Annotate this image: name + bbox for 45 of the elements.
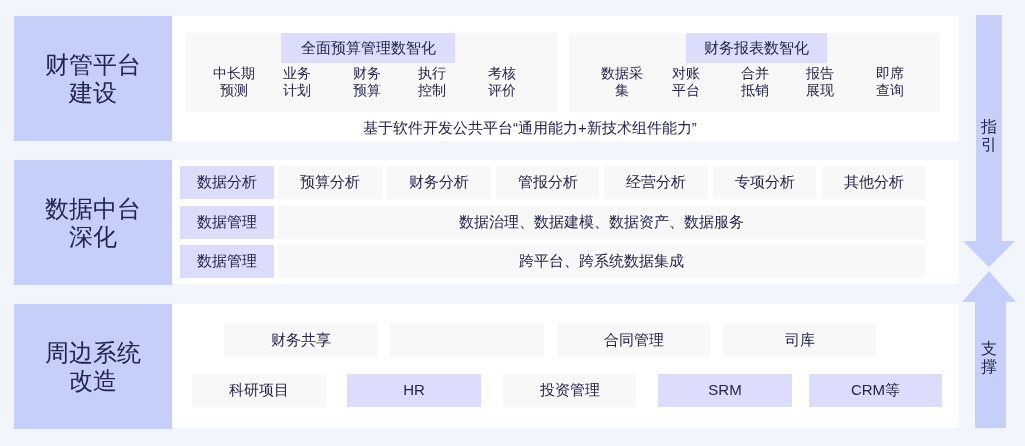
module-item-label: 即席查询 bbox=[875, 65, 905, 99]
module-item-label: 财务预算 bbox=[352, 65, 382, 99]
arrow-label: 指引 bbox=[981, 118, 997, 154]
module-item-label: 数据采集 bbox=[600, 65, 644, 99]
system-tile: 科研项目 bbox=[192, 374, 326, 407]
module-item-label: 业务计划 bbox=[282, 65, 312, 99]
module-heading-chip: 全面预算管理数智化 bbox=[281, 33, 455, 63]
analysis-tile: 专项分析 bbox=[713, 166, 816, 199]
platform-note: 基于软件开发公共平台“通用能力+新技术组件能力” bbox=[363, 118, 697, 138]
module-item-label: 执行控制 bbox=[417, 65, 447, 99]
content-panel bbox=[172, 304, 959, 428]
content-panel bbox=[172, 160, 959, 284]
system-tile: 司库 bbox=[723, 323, 876, 357]
module-item-label: 中长期预测 bbox=[212, 65, 256, 99]
module-heading-chip: 财务报表数智化 bbox=[686, 33, 827, 63]
section-title-panel bbox=[14, 304, 172, 429]
category-tag: 数据管理 bbox=[180, 245, 274, 278]
section-title: 数据中台深化 bbox=[45, 194, 141, 251]
arrow-label: 支撑 bbox=[981, 340, 997, 376]
analysis-tile: 经营分析 bbox=[604, 166, 708, 199]
module-item-label: 对账平台 bbox=[671, 65, 701, 99]
category-tag: 数据分析 bbox=[180, 166, 274, 199]
system-tile: 财务共享 bbox=[224, 323, 378, 357]
system-tile: SRM bbox=[658, 374, 792, 407]
section-title: 财管平台建设 bbox=[45, 50, 141, 107]
system-tile: 投资管理 bbox=[503, 374, 636, 407]
section-title-panel bbox=[14, 16, 172, 141]
description-bar: 跨平台、跨系统数据集成 bbox=[278, 245, 925, 278]
analysis-tile: 其他分析 bbox=[822, 166, 925, 199]
content-panel bbox=[172, 16, 959, 141]
module-item-label: 合并抵销 bbox=[740, 65, 770, 99]
analysis-tile: 管报分析 bbox=[496, 166, 599, 199]
module-item-label: 考核评价 bbox=[487, 65, 517, 99]
system-tile: 合同管理 bbox=[557, 323, 710, 357]
section-title-panel bbox=[14, 160, 172, 285]
module-group-panel bbox=[186, 33, 557, 112]
system-tile: CRM等 bbox=[809, 374, 942, 407]
system-tile: HR bbox=[347, 374, 481, 407]
module-item-label: 报告展现 bbox=[805, 65, 835, 99]
section-title: 周边系统改造 bbox=[45, 338, 141, 395]
analysis-tile: 财务分析 bbox=[387, 166, 491, 199]
category-tag: 数据管理 bbox=[180, 206, 274, 239]
module-group-panel bbox=[569, 33, 940, 112]
description-bar: 数据治理、数据建模、数据资产、数据服务 bbox=[278, 206, 925, 239]
analysis-tile: 预算分析 bbox=[278, 166, 382, 199]
